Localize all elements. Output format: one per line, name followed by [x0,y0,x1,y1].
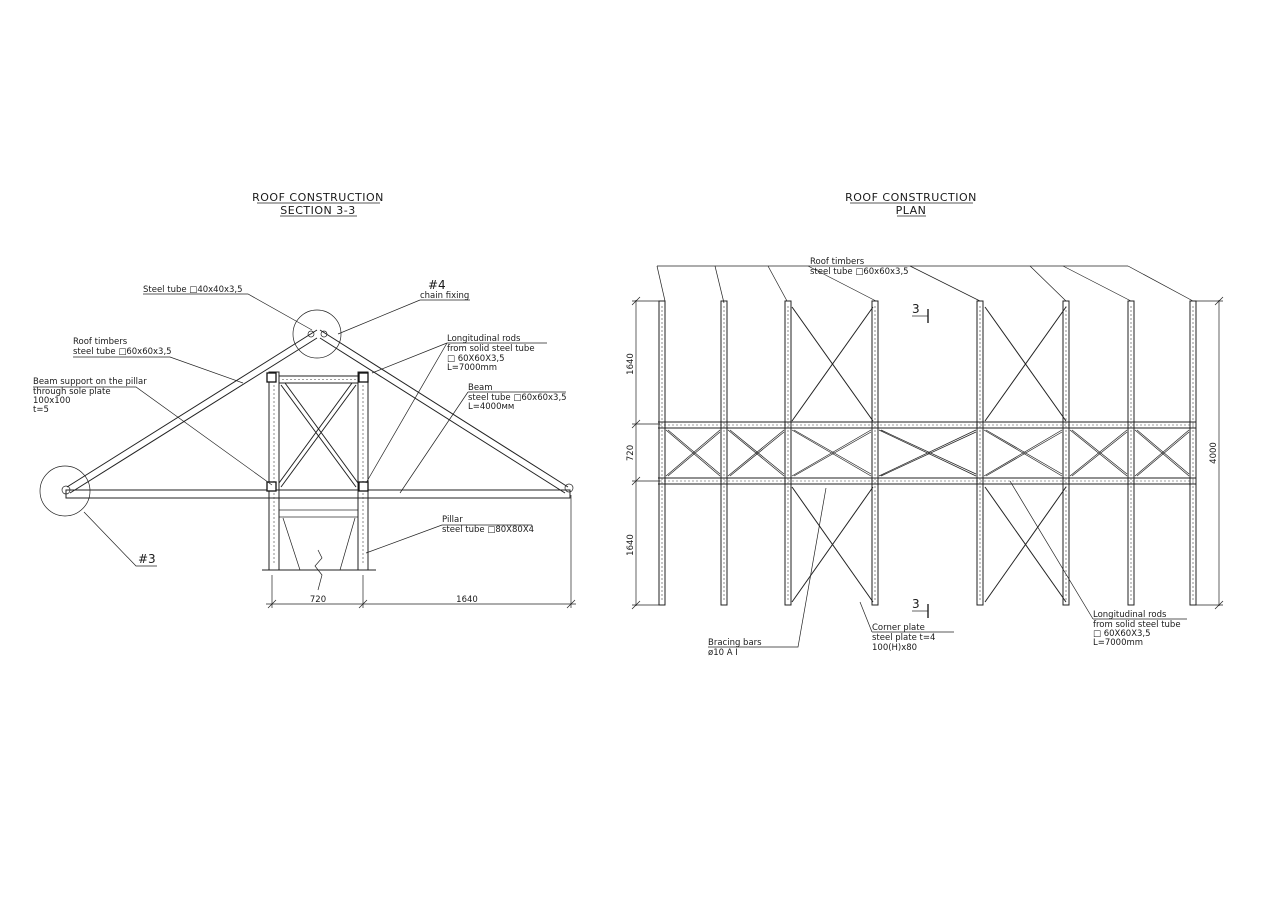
tag-chain: #4 [428,278,446,292]
middle-bracing-bar [1071,429,1128,475]
pillars [262,371,376,571]
plan-label-bracing-spec: ø10 A I [708,648,738,658]
dim-720: 720 [310,595,326,605]
middle-bracing-bar [729,429,785,475]
longitudinal-rods [658,421,1196,485]
joint-nodes [266,372,369,492]
middle-bracing-bar [1069,429,1128,477]
middle-bracing-bar [985,429,1063,475]
label-pillar-spec: steel tube □80X80X4 [442,525,534,535]
middle-bracing-bar [1136,429,1190,475]
plan-label-corner-spec: steel plate t=4 [872,633,935,643]
middle-bracing-bar [1071,431,1128,477]
section-mark-top-label: 3 [912,302,920,316]
label-beam-support-4: t=5 [33,405,49,415]
outer-bracing [791,306,1067,603]
section-title-line1: ROOF CONSTRUCTION [252,191,384,204]
plan-label-bracing: Bracing bars [708,638,762,648]
label-long-rods-spec3: L=7000mm [447,363,497,373]
label-steel-tube-top: Steel tube □40x40x3,5 [143,285,243,295]
section-mark-top [912,309,929,323]
detail-circle-3 [39,465,91,517]
plan-label-long-rods: Longitudinal rods [1093,610,1167,620]
plan-label-corner: Corner plate [872,623,925,633]
tie-beam [65,489,571,499]
middle-bracing-bar [983,429,1063,477]
roof-rafters [66,329,569,494]
middle-bracing-bar [793,429,872,475]
plan-leaders [656,265,1194,648]
middle-bracing-bar [1134,429,1190,477]
section-mark-bottom [912,604,929,618]
plan-label-roof-timbers: Roof timbers [810,257,865,267]
plan-view: ROOF CONSTRUCTION PLAN [626,191,1224,658]
label-long-rods-spec2: □ 60X60X3,5 [447,354,505,364]
detail-circle-4 [292,309,342,359]
plan-dim-middle: 720 [626,445,636,461]
label-beam-support-2: through sole plate [33,387,111,397]
middle-bracing-bar [727,429,785,477]
label-beam-support-3: 100x100 [33,396,70,406]
label-beam-support: Beam support on the pillar [33,377,147,387]
middle-bracing-bar [880,431,977,477]
plan-label-roof-timbers-spec: steel tube □60x60x3,5 [810,267,909,277]
section-title-line2: SECTION 3-3 [280,204,355,217]
plan-dim-top: 1640 [626,353,636,375]
plan-rafter [658,300,666,606]
label-beam: Beam [468,383,493,393]
leader-lines [33,293,566,567]
plan-rafter [784,300,792,606]
label-roof-timbers: Roof timbers [73,337,128,347]
dim-1640: 1640 [456,595,478,605]
plan-label-corner-size: 100(H)x80 [872,643,917,653]
label-long-rods-spec1: from solid steel tube [447,344,535,354]
middle-bracing-bar [793,431,872,477]
plan-label-long-rods-spec1: from solid steel tube [1093,620,1181,630]
label-roof-timbers-spec: steel tube □60x60x3,5 [73,347,172,357]
label-long-rods: Longitudinal rods [447,334,521,344]
cross-bracing [278,382,359,488]
plan-rafter [720,300,728,606]
middle-bracing-bar [667,431,721,477]
tag-detail-3: #3 [138,552,156,566]
middle-bracing-bar [729,431,785,477]
middle-bracing-bar [665,429,721,477]
middle-bracing-bar [667,429,721,475]
middle-bracing-bar [985,431,1063,477]
middle-bracing-bar [791,429,872,477]
middle-bracing-bar [1136,431,1190,477]
plan-dim-overall: 4000 [1209,442,1219,464]
middle-bracing [665,429,1190,477]
label-beam-length: L=4000мм [468,402,514,412]
plan-title-line2: PLAN [896,204,927,217]
section-mark-bottom-label: 3 [912,597,920,611]
plan-label-long-rods-spec3: L=7000mm [1093,638,1143,648]
section-dimensions [266,495,576,609]
middle-bracing-bar [878,429,977,477]
label-pillar: Pillar [442,515,463,525]
label-beam-spec: steel tube □60x60x3,5 [468,393,567,403]
label-chain-fixing: chain fixing [420,291,469,301]
section-view: ROOF CONSTRUCTION SECTION 3-3 [33,191,576,609]
plan-rafter [871,300,879,606]
plan-label-long-rods-spec2: □ 60X60X3,5 [1093,629,1151,639]
middle-bracing-bar [880,429,977,475]
plan-dimensions [631,296,1224,610]
plan-dim-bottom: 1640 [626,534,636,556]
plan-title-line1: ROOF CONSTRUCTION [845,191,977,204]
